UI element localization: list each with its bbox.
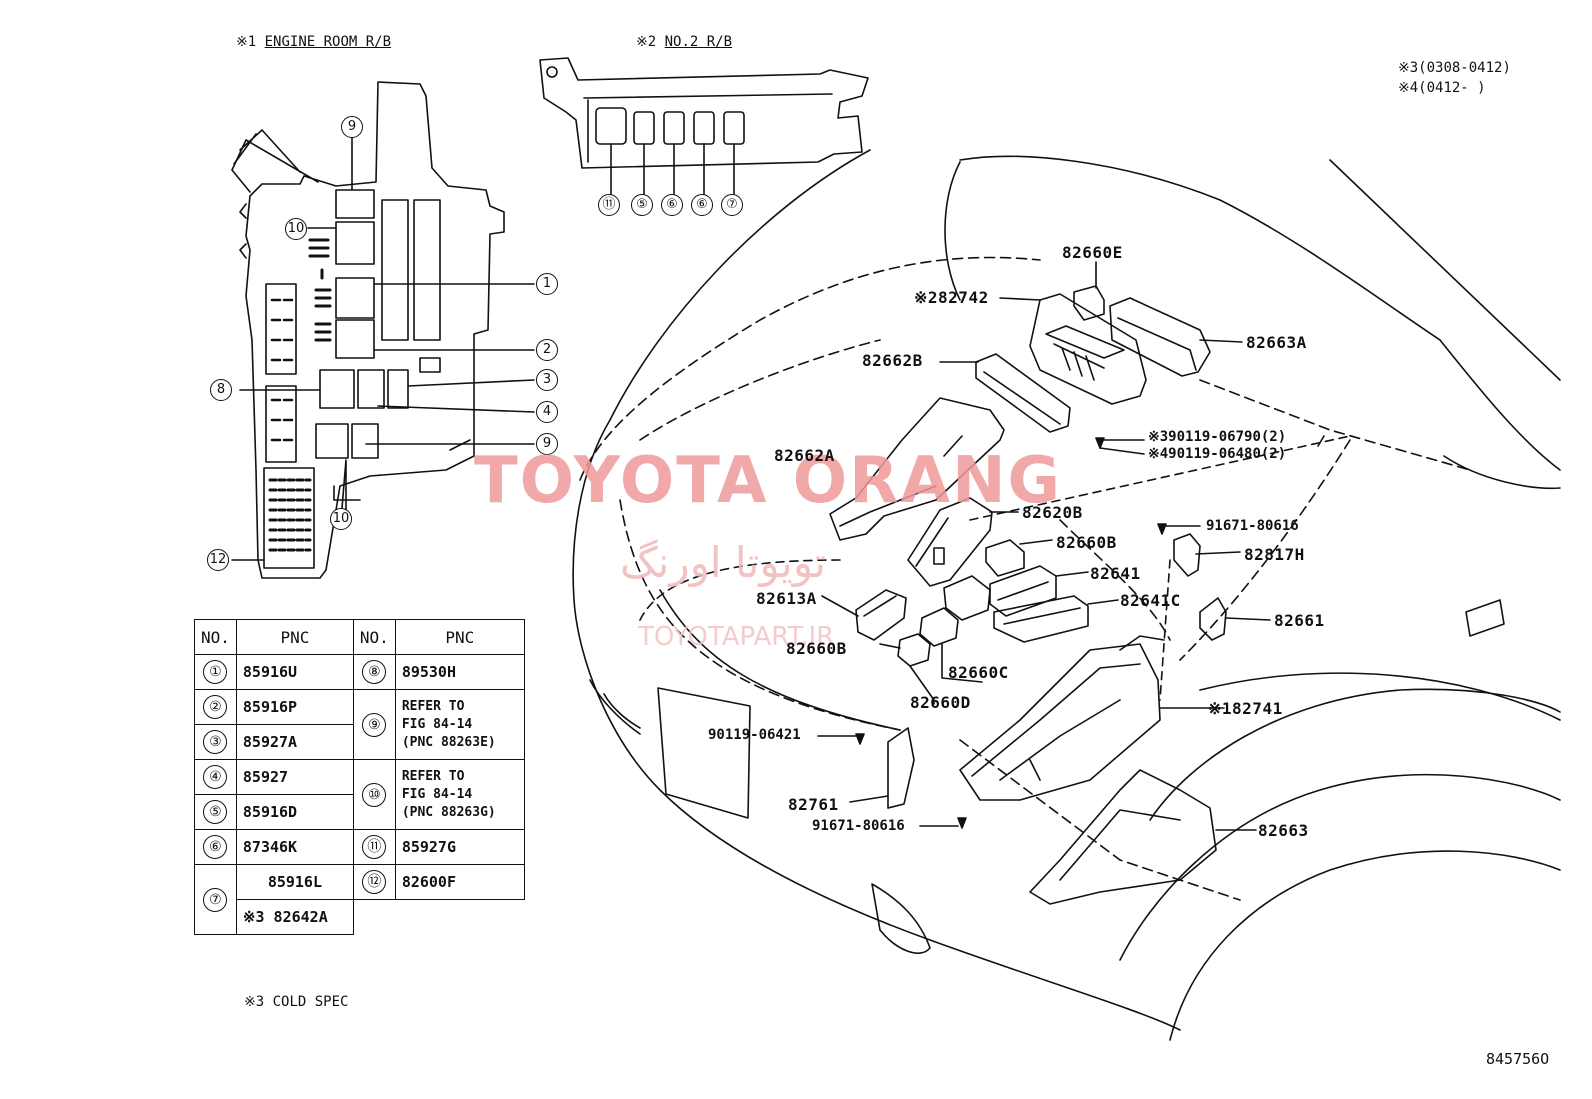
er-callout-9-top: 9	[341, 116, 363, 138]
row-no: ⑥	[203, 835, 228, 859]
row-no-2: ⑪	[362, 835, 387, 859]
er-callout-3: 3	[536, 369, 558, 391]
row-pnc: 87346K	[235, 829, 354, 865]
part-label-82817H: 82817H	[1244, 545, 1305, 564]
part-label-82613A: 82613A	[756, 589, 817, 608]
part-label-82663A: 82663A	[1246, 333, 1307, 352]
engine-room-title: ENGINE ROOM R/B	[264, 34, 392, 50]
er-callout-8: 8	[210, 379, 232, 401]
row-pnc-2-refer: REFER TO FIG 84-14 (PNC 88263E)	[394, 689, 525, 760]
row-no: ③	[203, 730, 228, 754]
part-label-82741: ※182741	[1208, 699, 1283, 718]
table-header-no: NO.	[194, 619, 237, 655]
part-label-82641C: 82641C	[1120, 591, 1181, 610]
table-row: ④ 85927 ⑩ REFER TO FIG 84-14 (PNC 88263G…	[194, 759, 525, 830]
row-no: ②	[203, 695, 228, 719]
no2-mark: ※2	[636, 34, 657, 50]
table-header-pnc-2: PNC	[394, 619, 525, 655]
row-pnc: 85927A	[235, 724, 354, 760]
part-label-82662B: 82662B	[862, 351, 923, 370]
pnc-table: NO. PNC NO. PNC ① 85916U ⑧ 89530H ② 8591…	[194, 619, 525, 935]
part-label-82661: 82661	[1274, 611, 1325, 630]
no2-callout-7: ⑦	[721, 194, 743, 216]
row-pnc: 85927	[235, 759, 354, 795]
part-label-82742: ※282742	[914, 288, 989, 307]
row-pnc-2-refer: REFER TO FIG 84-14 (PNC 88263G)	[394, 759, 525, 830]
row-no-2: ⑨	[362, 712, 387, 737]
part-label-82641: 82641	[1090, 564, 1141, 583]
no2-title: NO.2 R/B	[664, 34, 733, 50]
row-no: ⑦	[203, 887, 228, 912]
vehicle-body-outline	[573, 150, 1560, 1040]
row-pnc-2: 85927G	[394, 829, 525, 865]
part-label-91671-80616-a: 91671-80616	[1206, 518, 1299, 534]
er-callout-10-bottom: 10	[330, 508, 352, 530]
part-label-82663: 82663	[1258, 821, 1309, 840]
part-label-82761: 82761	[788, 795, 839, 814]
row-no-2: ⑧	[362, 660, 387, 684]
er-callout-10-top: 10	[285, 218, 307, 240]
part-label-82660C: 82660C	[948, 663, 1009, 682]
no2-callout-6b: ⑥	[691, 194, 713, 216]
row-no: ⑤	[203, 800, 228, 824]
part-label-82660B-left: 82660B	[786, 639, 847, 658]
part-label-90119-06790: ※390119-06790(2)	[1148, 429, 1287, 445]
figure-id: 845756O	[1486, 1050, 1550, 1068]
part-label-82662A: 82662A	[774, 446, 835, 465]
er-callout-4: 4	[536, 401, 558, 423]
engine-room-mark: ※1	[236, 34, 257, 50]
table-row: ※3 82642A	[195, 899, 525, 935]
no2-relay-block	[540, 58, 868, 194]
part-leader-lines	[818, 262, 1324, 830]
row-pnc: 85916L	[235, 864, 354, 900]
row-no: ①	[203, 660, 228, 684]
table-row: ⑤ 85916D	[194, 794, 525, 830]
table-row: ② 85916P ⑨ REFER TO FIG 84-14 (PNC 88263…	[194, 689, 525, 760]
row-pnc: 85916U	[235, 654, 354, 690]
watermark-main: TOYOTA ORANG	[474, 444, 1063, 518]
part-label-82660B-right: 82660B	[1056, 533, 1117, 552]
er-callout-2: 2	[536, 339, 558, 361]
engine-room-rb-header: ※1 ENGINE ROOM R/B	[236, 34, 391, 50]
table-header-pnc: PNC	[235, 619, 354, 655]
part-label-82620B: 82620B	[1022, 503, 1083, 522]
row-pnc: 85916P	[235, 689, 354, 725]
no2-callout-11: ⑪	[598, 194, 620, 216]
table-row: ③ 85927A	[194, 724, 525, 760]
engine-room-relay-block	[232, 82, 534, 578]
row-no-2: ⑩	[362, 782, 387, 807]
table-row: ⑥ 87346K ⑪ 85927G	[194, 829, 525, 865]
table-row: ① 85916U ⑧ 89530H	[194, 654, 525, 690]
row-pnc-cold-spec: ※3 82642A	[235, 899, 354, 935]
no2-callout-5: ⑤	[631, 194, 653, 216]
table-header-row: NO. PNC NO. PNC	[194, 619, 525, 655]
part-label-91671-80616-b: 91671-80616	[812, 818, 905, 834]
row-pnc: 85916D	[235, 794, 354, 830]
watermark-site: TOYOTAPART.IR	[638, 622, 835, 652]
er-callout-9-mid: 9	[536, 433, 558, 455]
table-header-no-2: NO.	[352, 619, 396, 655]
er-callout-1: 1	[536, 273, 558, 295]
row-no-2: ⑫	[362, 870, 387, 894]
row-pnc-2: 82600F	[394, 864, 525, 900]
part-label-82660E: 82660E	[1062, 243, 1123, 262]
row-pnc-2: 89530H	[394, 654, 525, 690]
no2-callout-6a: ⑥	[661, 194, 683, 216]
part-label-90119-06480: ※490119-06480(2)	[1148, 446, 1287, 462]
date-note-3: ※3(0308-0412)	[1398, 60, 1511, 76]
footnote-cold-spec: ※3 COLD SPEC	[244, 994, 349, 1010]
er-callout-12: 12	[207, 549, 229, 571]
date-note-4: ※4(0412- )	[1398, 80, 1486, 96]
part-label-90119-06421: 90119-06421	[708, 727, 801, 743]
table-row: ⑦ 85916L ⑫ 82600F	[194, 864, 525, 935]
row-no: ④	[203, 765, 228, 789]
exploded-parts	[830, 286, 1226, 904]
watermark-farsi: تویوتا اورنگ	[620, 538, 827, 587]
part-label-82660D: 82660D	[910, 693, 971, 712]
no2-rb-header: ※2 NO.2 R/B	[636, 34, 732, 50]
